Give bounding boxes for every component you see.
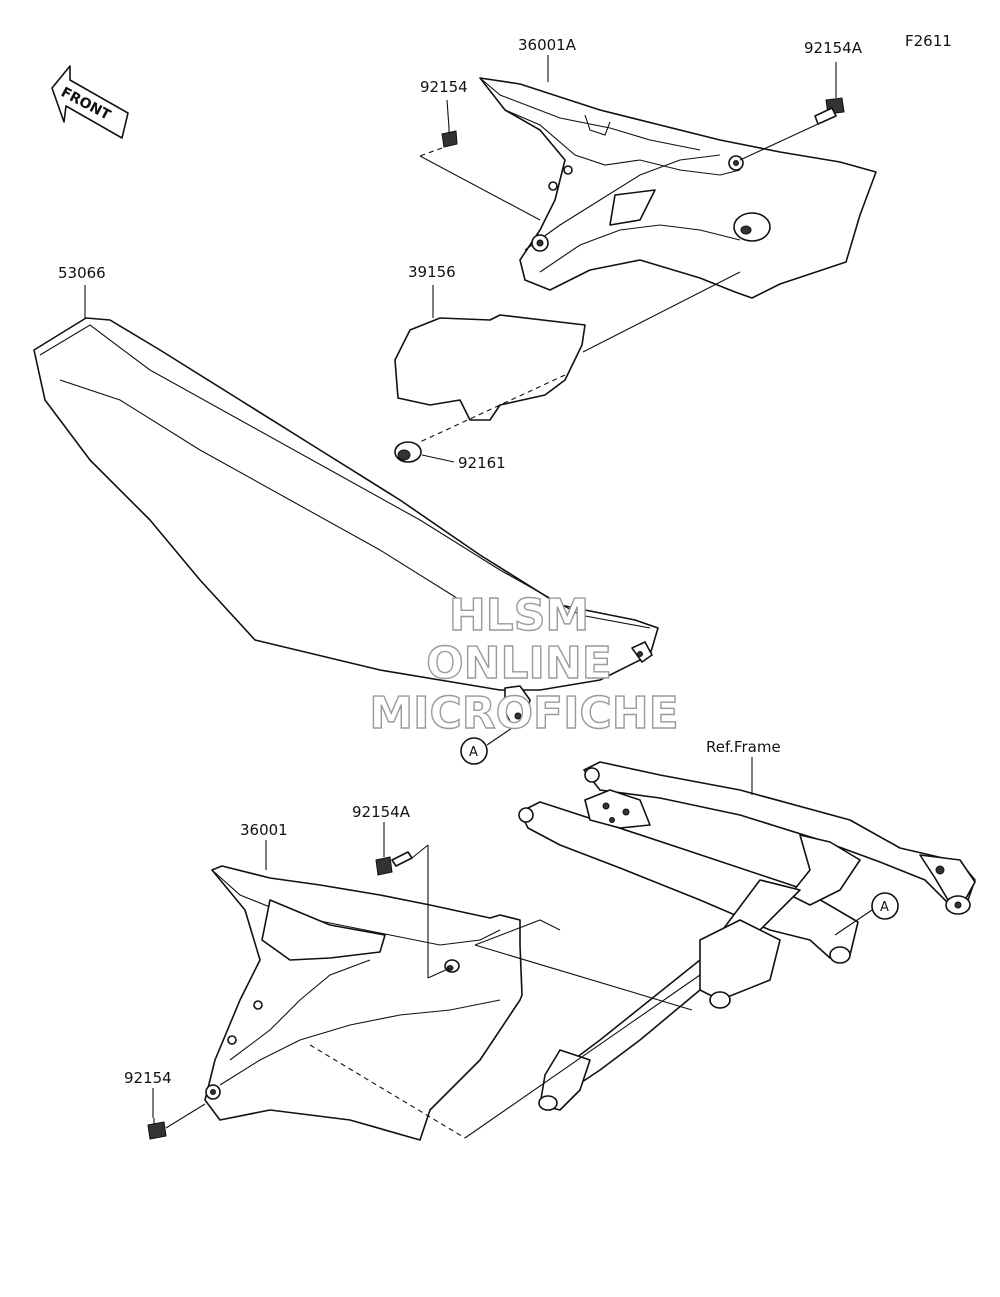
label-39156: 39156 xyxy=(408,263,456,281)
damper-92161 xyxy=(394,441,422,463)
pad-39156 xyxy=(394,314,586,421)
svg-text:HLSM: HLSM xyxy=(449,590,589,641)
svg-text:A: A xyxy=(880,900,889,915)
svg-text:A: A xyxy=(469,745,478,760)
figure-code: F2611 xyxy=(905,32,952,50)
label-92154a-rear: 92154A xyxy=(804,39,863,57)
callout-a-seat: A xyxy=(460,737,488,765)
label-36001: 36001 xyxy=(240,821,288,839)
bolt-right-top xyxy=(441,128,458,148)
side-cover-right xyxy=(479,77,877,299)
watermark: HLSM ONLINE MICROFICHE xyxy=(369,589,680,739)
label-53066: 53066 xyxy=(58,264,106,282)
label-92154-top: 92154 xyxy=(420,78,468,96)
rear-frame xyxy=(518,761,976,1111)
callout-a-frame: A xyxy=(871,892,899,920)
front-arrow-icon: FRONT xyxy=(51,65,129,139)
seat-53066 xyxy=(33,317,659,726)
label-36001a: 36001A xyxy=(518,36,577,54)
side-cover-left xyxy=(204,865,523,1141)
bolt-left-front xyxy=(147,1118,167,1140)
label-92161: 92161 xyxy=(458,454,506,472)
reference-frame-label: Ref.Frame xyxy=(706,738,781,756)
bolt-left-top xyxy=(375,851,413,876)
bolt-right-rear xyxy=(814,97,845,125)
label-92154-left: 92154 xyxy=(124,1069,172,1087)
label-92154a-left: 92154A xyxy=(352,803,411,821)
svg-text:MICROFICHE: MICROFICHE xyxy=(369,688,678,739)
svg-text:ONLINE: ONLINE xyxy=(426,638,612,689)
